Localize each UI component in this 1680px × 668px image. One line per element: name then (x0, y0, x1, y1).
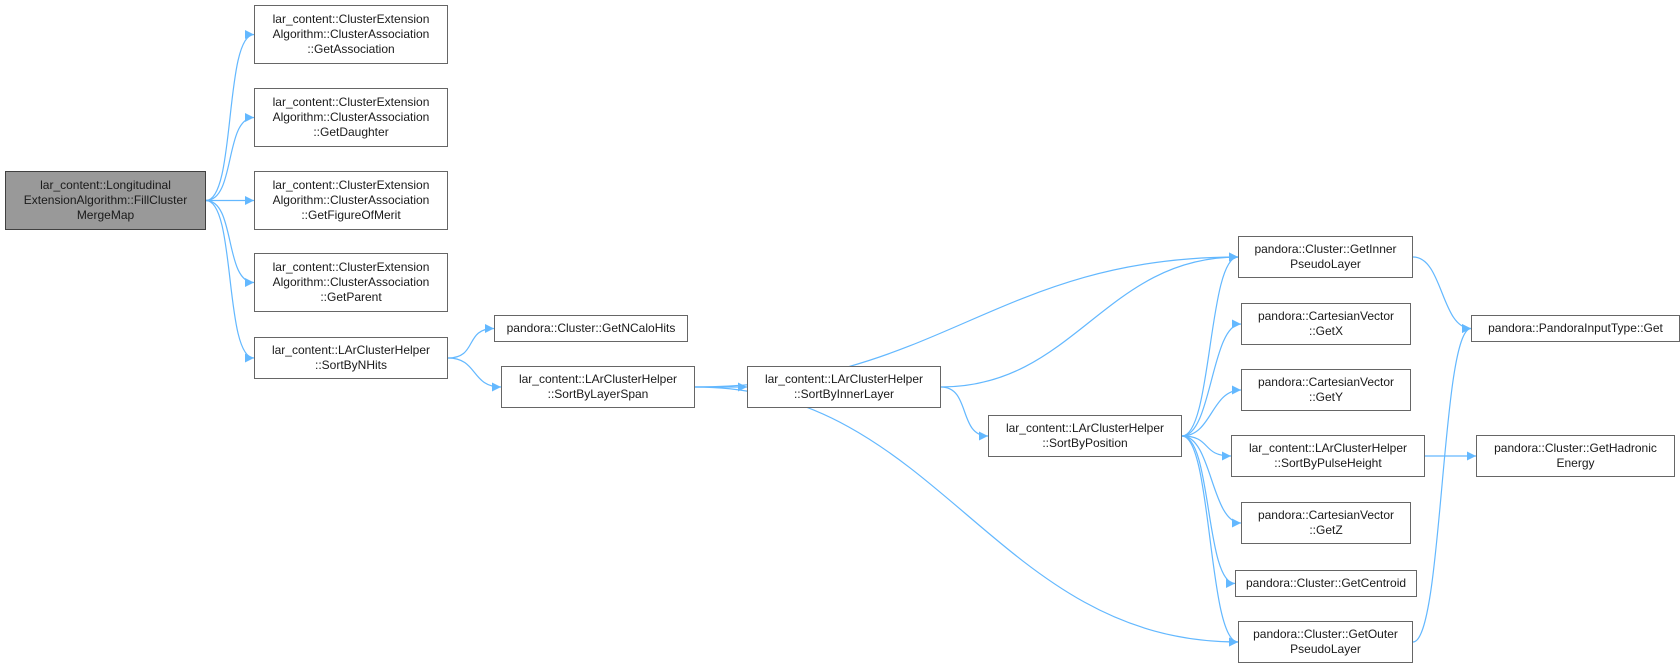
node-get-daughter-line-2: Algorithm::ClusterAssociation (272, 110, 430, 124)
node-get-y-line-2: ::GetY (1308, 390, 1343, 404)
node-get-association[interactable]: lar_content::ClusterExtension Algorithm:… (254, 5, 448, 64)
node-get-association-line-2: Algorithm::ClusterAssociation (272, 27, 430, 41)
node-get-daughter[interactable]: lar_content::ClusterExtension Algorithm:… (254, 88, 448, 147)
edge-sort-by-position-to-get-y (1181, 385, 1242, 437)
edge-get-inner-pseudo-layer-to-pandora-input-type-get (1412, 256, 1472, 333)
node-get-parent-line-1: lar_content::ClusterExtension (272, 260, 430, 274)
node-get-hadronic-energy-line-1: pandora::Cluster::GetHadronic (1494, 441, 1657, 455)
edge-sort-by-position-to-sort-by-pulse-height (1181, 435, 1232, 461)
node-get-outer-pseudo-layer-line-1: pandora::Cluster::GetOuter (1253, 627, 1398, 641)
edge-sort-by-inner-layer-to-sort-by-position (940, 386, 989, 441)
node-get-inner-pseudo-layer[interactable]: pandora::Cluster::GetInner PseudoLayer (1238, 236, 1413, 278)
node-sort-by-inner-layer-line-1: lar_content::LArClusterHelper (764, 372, 924, 386)
node-fill-cluster-merge-map-line-1: lar_content::Longitudinal (40, 178, 171, 192)
node-get-z-line-2: ::GetZ (1309, 523, 1343, 537)
node-pandora-input-type-get-line-1: pandora::PandoraInputType::Get (1488, 321, 1663, 335)
node-get-daughter-line-3: ::GetDaughter (313, 125, 389, 139)
node-get-parent-line-2: Algorithm::ClusterAssociation (272, 275, 430, 289)
node-get-y-line-1: pandora::CartesianVector (1257, 375, 1395, 389)
node-get-inner-pseudo-layer-line-2: PseudoLayer (1290, 257, 1361, 271)
node-get-association-line-1: lar_content::ClusterExtension (272, 12, 430, 26)
node-get-n-calo-hits[interactable]: pandora::Cluster::GetNCaloHits (494, 315, 688, 342)
node-sort-by-position-line-1: lar_content::LArClusterHelper (1005, 421, 1165, 435)
node-get-hadronic-energy-line-2: Energy (1556, 456, 1595, 470)
node-get-parent-line-3: ::GetParent (320, 290, 382, 304)
node-get-figure-of-merit-line-2: Algorithm::ClusterAssociation (272, 193, 430, 207)
edge-sort-by-position-to-get-outer-pseudo-layer (1181, 435, 1239, 647)
node-get-inner-pseudo-layer-line-1: pandora::Cluster::GetInner (1254, 242, 1397, 256)
node-get-figure-of-merit[interactable]: lar_content::ClusterExtension Algorithm:… (254, 171, 448, 230)
edge-sort-by-position-to-get-inner-pseudo-layer (1181, 252, 1239, 437)
node-sort-by-n-hits[interactable]: lar_content::LArClusterHelper ::SortByNH… (254, 337, 448, 379)
node-get-z-line-1: pandora::CartesianVector (1257, 508, 1395, 522)
node-get-outer-pseudo-layer-line-2: PseudoLayer (1290, 642, 1361, 656)
node-get-z[interactable]: pandora::CartesianVector ::GetZ (1241, 502, 1411, 544)
node-sort-by-inner-layer-line-2: ::SortByInnerLayer (793, 387, 895, 401)
edge-fill-cluster-merge-map-to-get-association (205, 30, 255, 202)
node-get-x[interactable]: pandora::CartesianVector ::GetX (1241, 303, 1411, 345)
node-get-figure-of-merit-line-1: lar_content::ClusterExtension (272, 178, 430, 192)
node-get-outer-pseudo-layer[interactable]: pandora::Cluster::GetOuter PseudoLayer (1238, 621, 1413, 663)
node-pandora-input-type-get[interactable]: pandora::PandoraInputType::Get (1471, 315, 1680, 342)
edge-fill-cluster-merge-map-to-get-daughter (205, 113, 255, 202)
node-sort-by-position-line-2: ::SortByPosition (1042, 436, 1128, 450)
node-sort-by-inner-layer[interactable]: lar_content::LArClusterHelper ::SortByIn… (747, 366, 941, 408)
edge-fill-cluster-merge-map-to-get-parent (205, 199, 255, 287)
node-sort-by-pulse-height[interactable]: lar_content::LArClusterHelper ::SortByPu… (1231, 435, 1425, 477)
edge-sort-by-position-to-get-z (1181, 435, 1242, 528)
node-get-parent[interactable]: lar_content::ClusterExtension Algorithm:… (254, 253, 448, 312)
edge-sort-by-position-to-get-centroid (1181, 435, 1236, 588)
node-sort-by-pulse-height-line-2: ::SortByPulseHeight (1274, 456, 1382, 470)
edge-sort-by-inner-layer-to-get-inner-pseudo-layer (940, 252, 1239, 388)
node-get-x-line-1: pandora::CartesianVector (1257, 309, 1395, 323)
edge-sort-by-n-hits-to-get-n-calo-hits (447, 324, 495, 359)
node-fill-cluster-merge-map-line-3: MergeMap (76, 208, 135, 222)
node-get-figure-of-merit-line-3: ::GetFigureOfMerit (301, 208, 401, 222)
node-get-daughter-line-1: lar_content::ClusterExtension (272, 95, 430, 109)
edge-sort-by-position-to-get-x (1181, 319, 1242, 437)
node-fill-cluster-merge-map: lar_content::Longitudinal ExtensionAlgor… (5, 171, 206, 230)
node-sort-by-position[interactable]: lar_content::LArClusterHelper ::SortByPo… (988, 415, 1182, 457)
node-sort-by-n-hits-line-1: lar_content::LArClusterHelper (271, 343, 431, 357)
node-sort-by-pulse-height-line-1: lar_content::LArClusterHelper (1248, 441, 1408, 455)
edge-get-outer-pseudo-layer-to-pandora-input-type-get (1412, 324, 1472, 643)
node-sort-by-layer-span-line-1: lar_content::LArClusterHelper (518, 372, 678, 386)
node-get-centroid[interactable]: pandora::Cluster::GetCentroid (1235, 570, 1417, 597)
node-get-centroid-line-1: pandora::Cluster::GetCentroid (1245, 576, 1407, 590)
node-get-association-line-3: ::GetAssociation (307, 42, 395, 56)
edge-sort-by-n-hits-to-sort-by-layer-span (447, 357, 502, 392)
node-sort-by-layer-span[interactable]: lar_content::LArClusterHelper ::SortByLa… (501, 366, 695, 408)
node-sort-by-n-hits-line-2: ::SortByNHits (314, 358, 387, 372)
node-sort-by-layer-span-line-2: ::SortByLayerSpan (547, 387, 649, 401)
node-get-hadronic-energy[interactable]: pandora::Cluster::GetHadronic Energy (1476, 435, 1675, 477)
node-get-x-line-2: ::GetX (1308, 324, 1343, 338)
node-get-n-calo-hits-line-1: pandora::Cluster::GetNCaloHits (506, 321, 676, 335)
node-fill-cluster-merge-map-line-2: ExtensionAlgorithm::FillCluster (23, 193, 188, 207)
edge-fill-cluster-merge-map-to-sort-by-n-hits (205, 199, 255, 363)
node-get-y[interactable]: pandora::CartesianVector ::GetY (1241, 369, 1411, 411)
